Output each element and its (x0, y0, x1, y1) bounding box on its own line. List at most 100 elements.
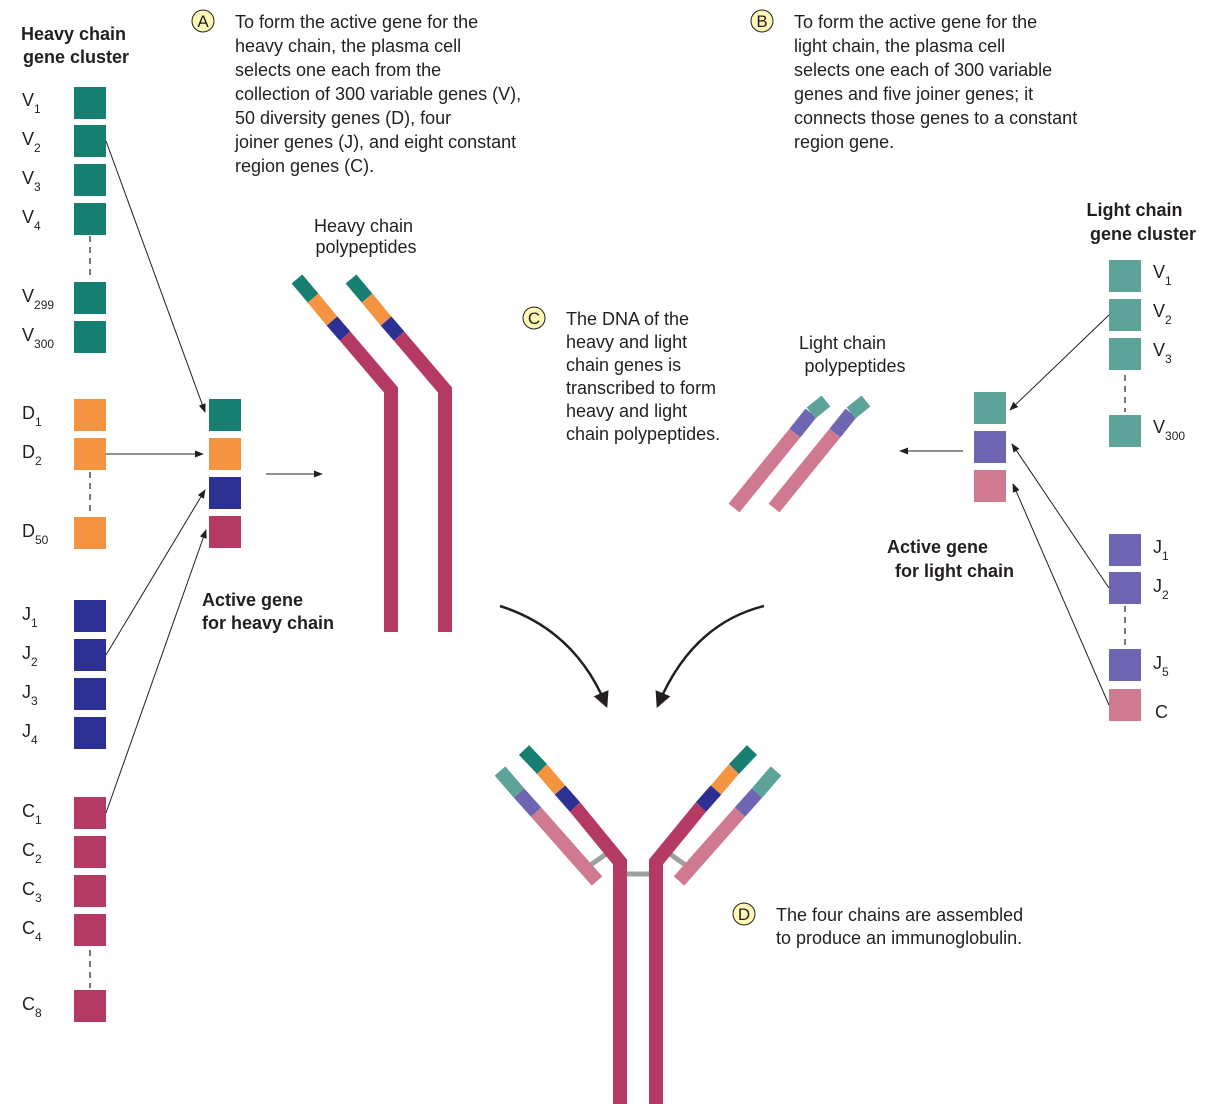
heavy-v-label: V300 (22, 325, 54, 351)
heavy-c-gene-box (74, 836, 106, 868)
heavy-d-label: D50 (22, 521, 49, 547)
light-v-label: V1 (1153, 262, 1172, 288)
ig-light-chain-variable (494, 766, 525, 798)
heavy-chain-polypeptides: Heavy chain polypeptides (291, 216, 452, 632)
light-v-label: V3 (1153, 340, 1172, 366)
heavy-c-label: C2 (22, 840, 42, 866)
light-j-gene-box (1109, 534, 1141, 566)
ig-heavy-chain-constant (649, 802, 707, 1104)
ig-heavy-chain-variable (518, 745, 548, 774)
heavy-v-gene-box (74, 125, 106, 157)
heavy-poly-chain-variable (291, 274, 319, 303)
heavy-poly-label: Heavy chain polypeptides (314, 216, 418, 257)
light-v-gene-box (1109, 260, 1141, 292)
callout-a-badge (191, 9, 215, 33)
heavy-j-label: J2 (22, 643, 38, 669)
heavy-v-gene-box (74, 282, 106, 314)
light-v-label: V300 (1153, 417, 1185, 443)
heavy-poly-chain-joiner (380, 316, 405, 341)
heavy-d-label: D1 (22, 403, 42, 429)
active-heavy-c-box (209, 516, 241, 548)
heavy-j-label: J4 (22, 721, 38, 747)
light-v-gene-box (1109, 299, 1141, 331)
heavy-v-gene-box (74, 164, 106, 196)
immunoglobulin (494, 745, 782, 1104)
light-c-label: C (1155, 702, 1168, 722)
light-poly-chain-joiner (829, 408, 857, 438)
arrow-v2-to-active (105, 140, 206, 413)
heavy-c-label: C4 (22, 918, 42, 944)
light-poly-chain-variable (806, 395, 831, 419)
ig-light-chain-joiner (734, 788, 763, 817)
callout-d: D The four chains are assembled to produ… (732, 902, 1028, 948)
callout-c-badge (522, 306, 546, 330)
arrow-lj2-to-active (1011, 443, 1110, 589)
heavy-j-label: J3 (22, 682, 38, 708)
active-light-c-box (974, 470, 1006, 502)
active-light-v-box (974, 392, 1006, 424)
heavy-poly-chain-joiner (326, 316, 351, 341)
arrow-j2-to-active (105, 489, 206, 656)
light-poly-chain-variable (846, 395, 871, 419)
heavy-d-gene-box (74, 438, 106, 470)
assembly-arrows (499, 604, 765, 708)
heavy-c-gene-box (74, 914, 106, 946)
light-j-label: J5 (1153, 653, 1169, 679)
light-chain-polypeptides: Light chain polypeptides (728, 333, 906, 513)
light-cluster-title: Light chain gene cluster (1086, 200, 1196, 244)
heavy-j-gene-box (74, 678, 106, 710)
ig-heavy-chain-constant (569, 802, 627, 1104)
light-j-gene-box (1109, 572, 1141, 604)
light-j-label: J1 (1153, 537, 1169, 563)
active-light-label: Active gene for light chain (887, 537, 1014, 581)
heavy-c-label: C1 (22, 801, 42, 827)
heavy-c-gene-box (74, 990, 106, 1022)
callout-c: C The DNA of the heavy and light chain g… (522, 306, 721, 444)
light-poly-chain-constant (728, 428, 801, 513)
heavy-c-gene-box (74, 875, 106, 907)
heavy-c-gene-box (74, 797, 106, 829)
active-heavy-j-box (209, 477, 241, 509)
heavy-d-gene-box (74, 517, 106, 549)
arrow-lv2-to-active (1009, 314, 1110, 411)
heavy-j-label: J1 (22, 604, 38, 630)
ig-heavy-chain-diversity (536, 764, 566, 795)
callout-d-letter: D (738, 905, 750, 924)
callout-b-badge (750, 9, 774, 33)
light-j-gene-box (1109, 649, 1141, 681)
heavy-v-label: V1 (22, 90, 41, 116)
heavy-j-gene-box (74, 717, 106, 749)
heavy-cluster-title: Heavy chain gene cluster (21, 24, 131, 67)
heavy-chain-gene-cluster: Heavy chain gene cluster V1 V2 V3 V4 V29… (21, 24, 131, 1022)
active-heavy-d-box (209, 438, 241, 470)
light-poly-chain-joiner (789, 408, 817, 438)
callout-c-text: The DNA of the heavy and light chain gen… (566, 309, 721, 444)
ig-light-chain-constant (530, 807, 603, 886)
heavy-poly-chain-diversity (307, 293, 338, 326)
callout-b-letter: B (756, 12, 767, 31)
heavy-c-label: C3 (22, 879, 42, 905)
heavy-j-gene-box (74, 600, 106, 632)
arrow-c1-to-active (105, 529, 207, 814)
ig-heavy-chain-joiner (554, 785, 581, 812)
active-heavy-label: Active gene for heavy chain (202, 590, 334, 633)
heavy-poly-chain-diversity (361, 293, 392, 326)
heavy-v-gene-box (74, 203, 106, 235)
heavy-v-gene-box (74, 87, 106, 119)
callout-c-letter: C (528, 309, 540, 328)
callout-b-text: To form the active gene for the light ch… (794, 12, 1082, 152)
heavy-poly-chain-variable (345, 274, 373, 303)
ig-light-chain-variable (751, 766, 782, 798)
callout-a-letter: A (197, 12, 209, 31)
heavy-v-label: V3 (22, 168, 41, 194)
callout-d-text: The four chains are assembled to produce… (776, 905, 1028, 948)
light-c-gene-box (1109, 689, 1141, 721)
callout-a-text: To form the active gene for the heavy ch… (234, 12, 526, 176)
callout-a: A To form the active gene for the heavy … (191, 9, 526, 176)
light-v-gene-box (1109, 415, 1141, 447)
heavy-j-gene-box (74, 639, 106, 671)
arrow-lc-to-active (1012, 483, 1110, 706)
heavy-v-gene-box (74, 321, 106, 353)
ig-light-chain-constant (673, 807, 746, 886)
